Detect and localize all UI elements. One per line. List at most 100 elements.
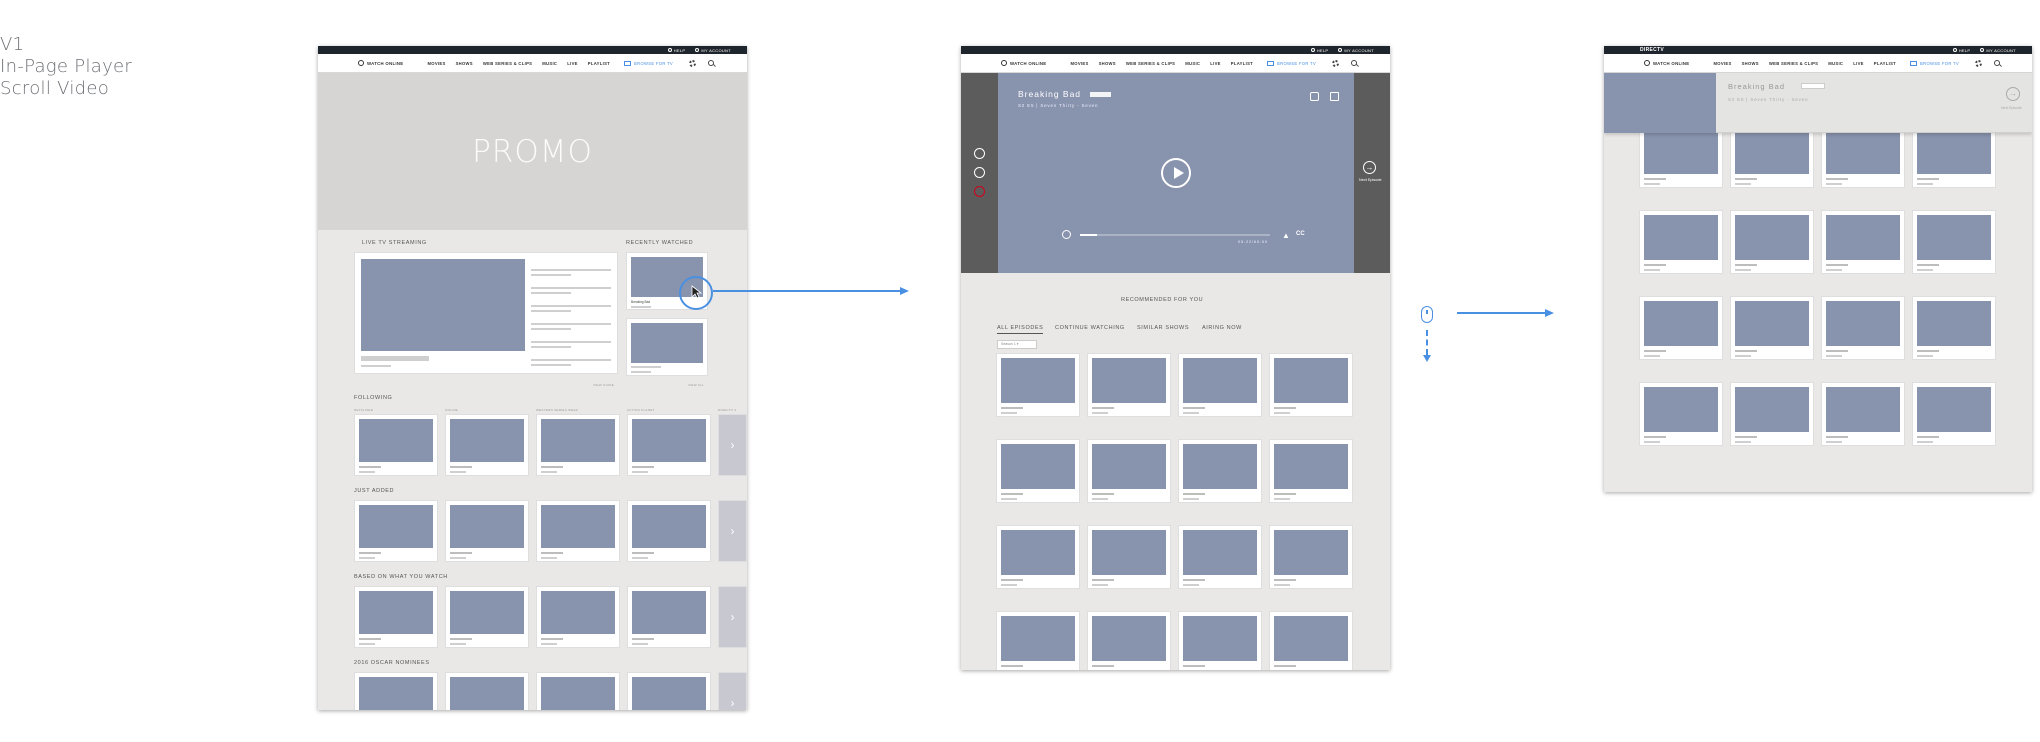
replay-icon[interactable] [1062, 230, 1071, 239]
episode-card[interactable] [1912, 124, 1996, 188]
content-card[interactable] [445, 500, 529, 562]
episode-card[interactable] [1639, 296, 1723, 360]
episode-card[interactable] [1178, 611, 1262, 670]
episode-card[interactable] [1087, 439, 1171, 503]
episode-card[interactable] [996, 611, 1080, 670]
brand-logo[interactable]: DIRECTV [1640, 47, 1665, 53]
episode-card[interactable] [1639, 210, 1723, 274]
episode-card[interactable] [1178, 525, 1262, 589]
content-card[interactable] [627, 500, 711, 562]
live-tv-player-card[interactable] [354, 252, 618, 374]
episode-card[interactable] [1730, 124, 1814, 188]
nav-movies[interactable]: MOVIES [427, 60, 446, 66]
mini-player-video[interactable] [1604, 73, 1716, 133]
episode-card[interactable] [1269, 353, 1353, 417]
nav-web-series[interactable]: WEB SERIES & CLIPS [1768, 60, 1819, 66]
content-card[interactable] [445, 672, 529, 710]
episode-card[interactable] [1269, 439, 1353, 503]
content-card[interactable] [354, 586, 438, 648]
record-icon[interactable] [974, 186, 985, 197]
episode-card[interactable] [1087, 611, 1171, 670]
episode-card[interactable] [996, 439, 1080, 503]
gear-icon[interactable] [689, 59, 697, 67]
nav-playlist[interactable]: PLAYLIST [1230, 60, 1254, 66]
nav-web-series[interactable]: WEB SERIES & CLIPS [1125, 60, 1176, 66]
browse-tv-link[interactable]: BROWSE FOR TV [1267, 60, 1316, 66]
nav-movies[interactable]: MOVIES [1070, 60, 1089, 66]
nav-web-series[interactable]: WEB SERIES & CLIPS [482, 60, 533, 66]
episode-card[interactable] [1639, 382, 1723, 446]
play-button[interactable] [1161, 158, 1191, 188]
content-card[interactable] [536, 672, 620, 710]
watch-online-button[interactable]: WATCH ONLINE [358, 60, 403, 66]
content-card[interactable] [536, 500, 620, 562]
fullscreen-icon[interactable] [1330, 92, 1339, 101]
browse-tv-link[interactable]: BROWSE FOR TV [1910, 60, 1959, 66]
video-area[interactable]: Breaking Bad S2 E5 | Seven Thirty - Seve… [998, 73, 1354, 273]
watch-online-button[interactable]: WATCH ONLINE [1644, 60, 1689, 66]
view-all-link[interactable]: VIEW ALL [688, 383, 705, 387]
nav-shows[interactable]: SHOWS [1098, 60, 1116, 66]
account-link[interactable]: MY ACCOUNT [695, 48, 731, 53]
nav-live[interactable]: LIVE [1210, 60, 1221, 66]
episode-card[interactable] [1730, 296, 1814, 360]
gear-icon[interactable] [1975, 59, 1983, 67]
content-card[interactable] [445, 586, 529, 648]
tab-continue-watching[interactable]: CONTINUE WATCHING [1055, 325, 1125, 331]
recent-card[interactable] [626, 318, 708, 376]
episode-card[interactable] [1087, 525, 1171, 589]
search-icon[interactable] [1994, 60, 2001, 66]
search-icon[interactable] [708, 60, 715, 66]
progress-track[interactable] [1080, 234, 1270, 236]
nav-playlist[interactable]: PLAYLIST [1873, 60, 1897, 66]
tab-all-episodes[interactable]: ALL EPISODES [997, 325, 1044, 334]
carousel-next-icon[interactable]: › [718, 586, 747, 648]
season-select[interactable]: Season 1 ▾ [997, 340, 1037, 349]
nav-music[interactable]: MUSIC [1828, 60, 1844, 66]
episode-card[interactable] [1730, 382, 1814, 446]
share-icon[interactable] [1310, 92, 1319, 101]
episode-card[interactable] [1821, 210, 1905, 274]
content-card[interactable] [354, 672, 438, 710]
nav-live[interactable]: LIVE [567, 60, 578, 66]
episode-card[interactable] [1269, 611, 1353, 670]
episode-card[interactable] [1821, 382, 1905, 446]
download-icon[interactable] [974, 167, 985, 178]
tab-similar-shows[interactable]: SIMILAR SHOWS [1137, 325, 1190, 331]
episode-card[interactable] [1178, 353, 1262, 417]
next-episode-icon[interactable]: → [2006, 87, 2020, 101]
episode-card[interactable] [996, 353, 1080, 417]
nav-live[interactable]: LIVE [1853, 60, 1864, 66]
episode-card[interactable] [996, 525, 1080, 589]
episode-card[interactable] [1821, 124, 1905, 188]
content-card[interactable] [627, 586, 711, 648]
episode-card[interactable] [1087, 353, 1171, 417]
carousel-next-icon[interactable]: › [718, 414, 747, 476]
episode-card[interactable] [1178, 439, 1262, 503]
episode-card[interactable] [1639, 124, 1723, 188]
cc-icon[interactable]: CC [1296, 231, 1305, 237]
carousel-next-icon[interactable]: › [718, 500, 747, 562]
help-link[interactable]: HELP [1952, 48, 1971, 53]
nav-music[interactable]: MUSIC [1185, 60, 1201, 66]
content-card[interactable] [445, 414, 529, 476]
episode-card[interactable] [1821, 296, 1905, 360]
tab-airing-now[interactable]: AIRING NOW [1202, 325, 1242, 331]
content-card[interactable] [354, 414, 438, 476]
view-guide-link[interactable]: VIEW GUIDE [593, 383, 615, 387]
account-link[interactable]: MY ACCOUNT [1980, 48, 2016, 53]
next-episode-icon[interactable]: → [1363, 161, 1376, 174]
nav-playlist[interactable]: PLAYLIST [587, 60, 611, 66]
nav-shows[interactable]: SHOWS [1741, 60, 1759, 66]
episode-card[interactable] [1912, 382, 1996, 446]
browse-tv-link[interactable]: BROWSE FOR TV [624, 60, 673, 66]
content-card[interactable] [354, 500, 438, 562]
episode-card[interactable] [1912, 210, 1996, 274]
episode-card[interactable] [1912, 296, 1996, 360]
watch-online-button[interactable]: WATCH ONLINE [1001, 60, 1046, 66]
promo-banner[interactable]: PROMO [318, 73, 747, 230]
carousel-next-icon[interactable]: › [718, 672, 747, 710]
content-card[interactable] [536, 414, 620, 476]
nav-movies[interactable]: MOVIES [1713, 60, 1732, 66]
